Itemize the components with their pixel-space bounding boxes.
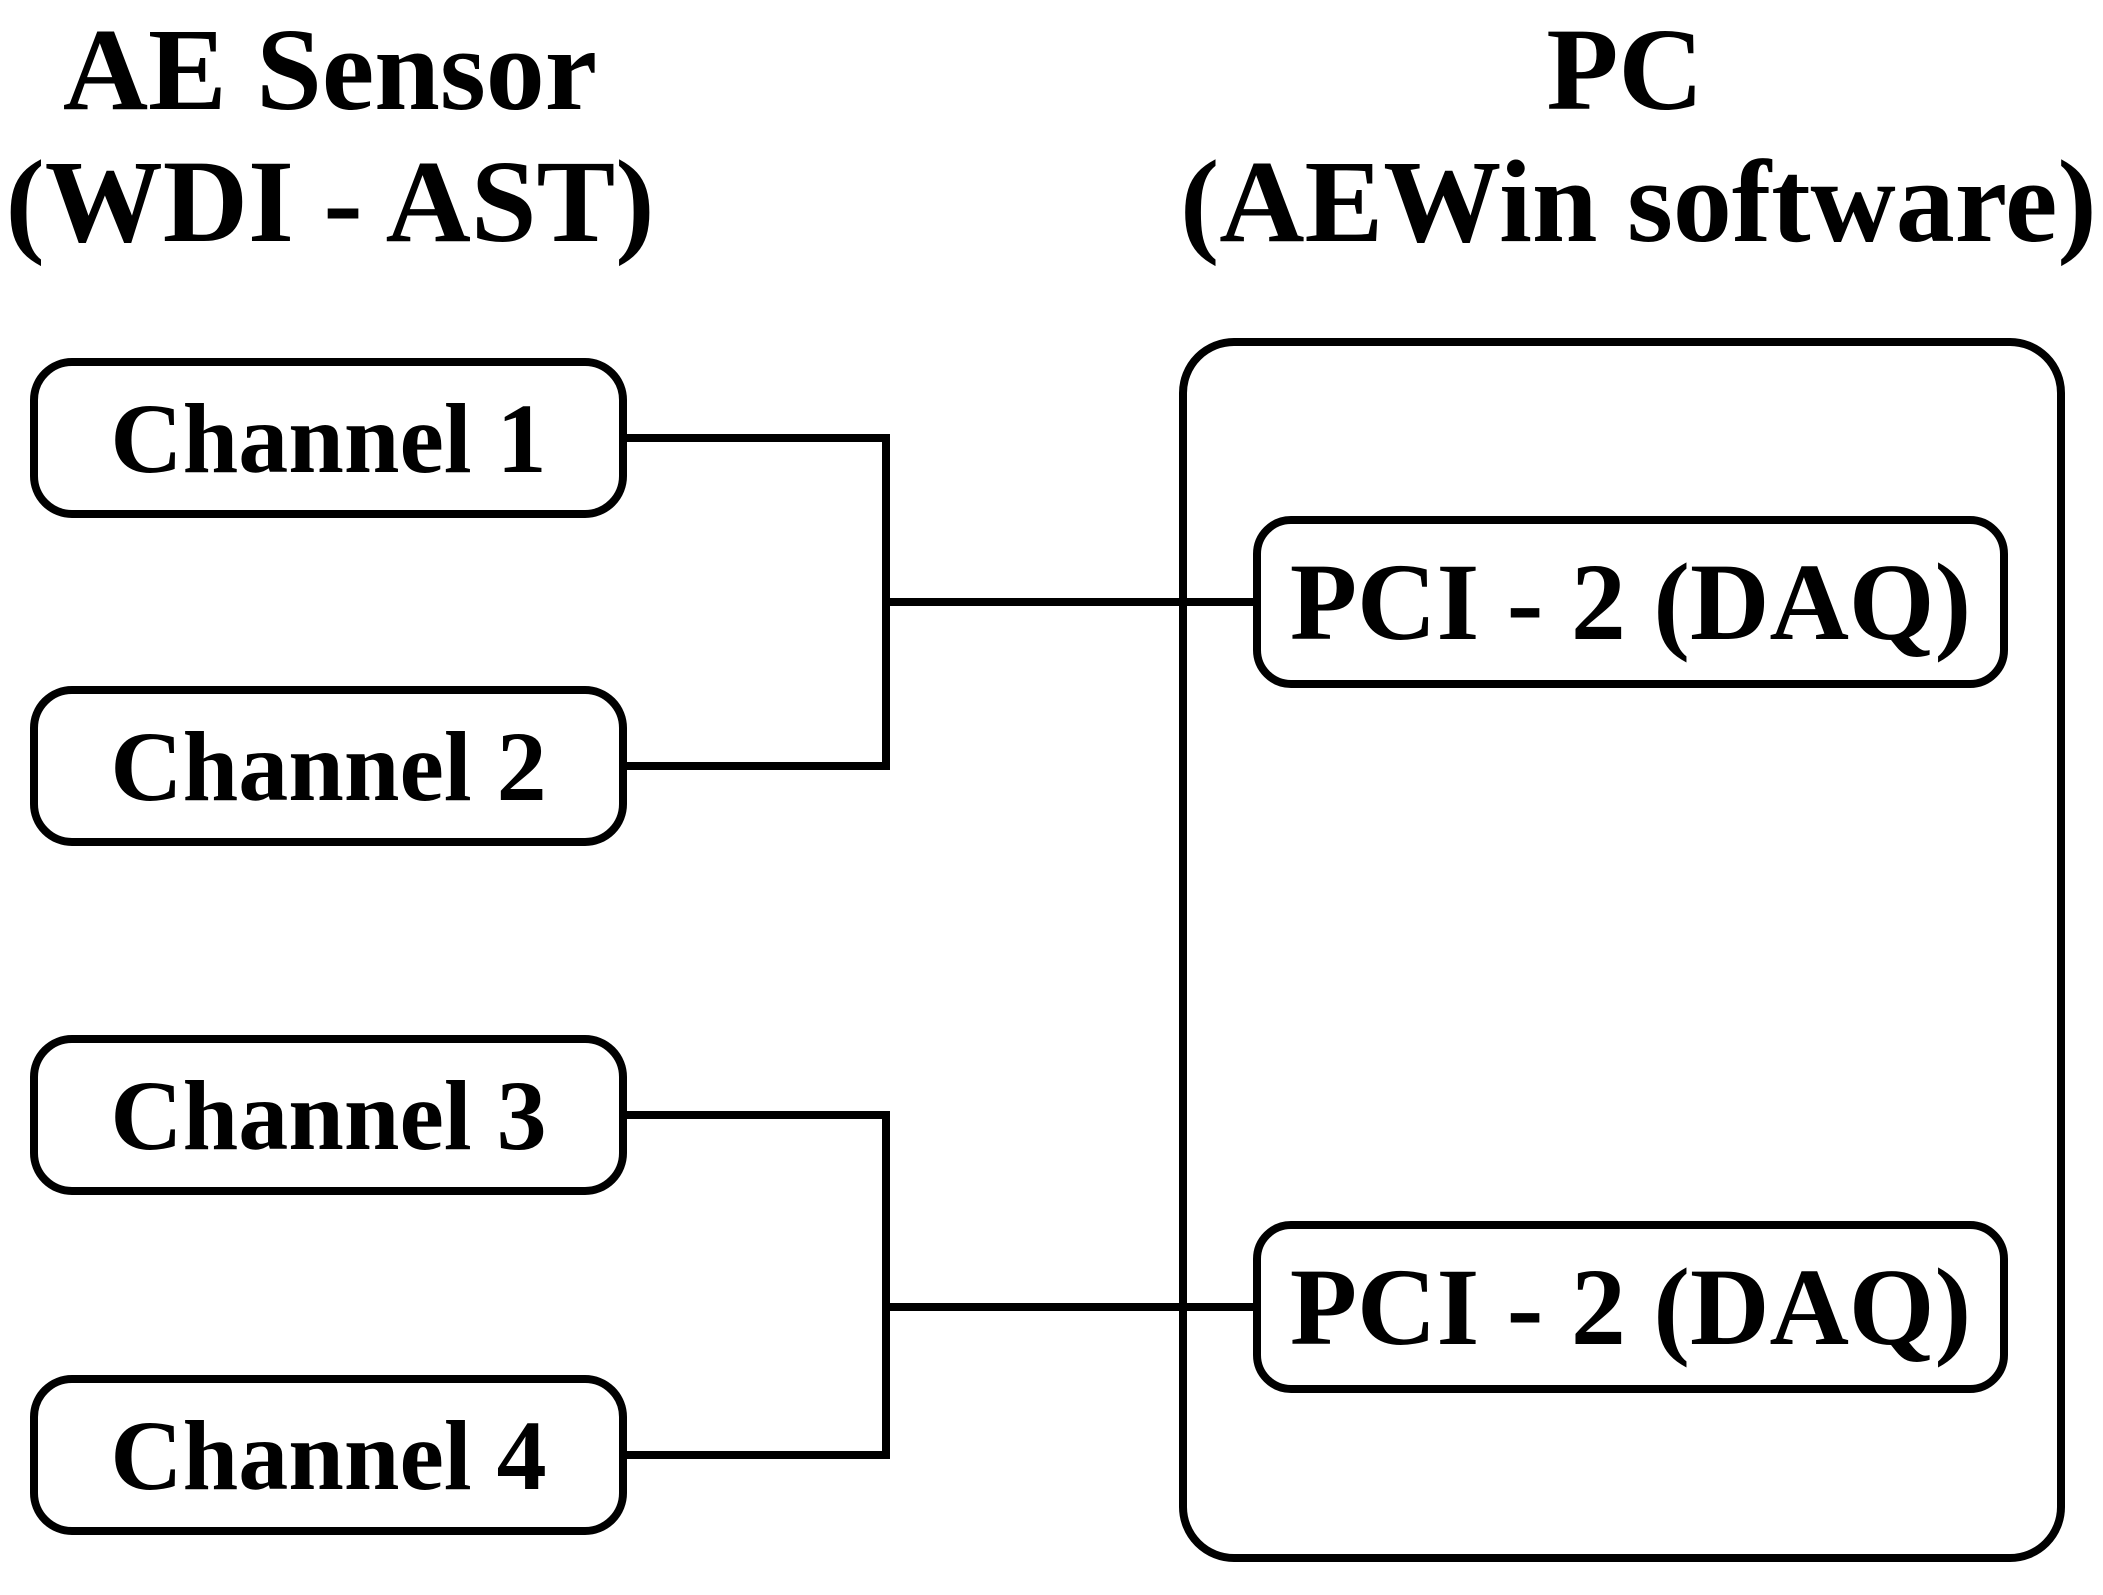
pci-daq-1-label: PCI - 2 (DAQ) (1289, 540, 1972, 663)
channel-4-box: Channel 4 (30, 1375, 627, 1535)
channel-2-label: Channel 2 (110, 710, 547, 822)
pci-daq-1-box: PCI - 2 (DAQ) (1253, 516, 2008, 688)
right-column-header: PC (AEWin software) (1180, 4, 2097, 268)
right-column-title-line2: (AEWin software) (1180, 136, 2097, 268)
channel-1-label: Channel 1 (110, 382, 547, 494)
pc-enclosure-box (1179, 338, 2065, 1562)
left-column-header: AE Sensor (WDI - AST) (0, 4, 660, 268)
left-column-title-line1: AE Sensor (62, 4, 598, 135)
channel-3-label: Channel 3 (110, 1059, 547, 1171)
left-column-title-line2: (WDI - AST) (5, 136, 655, 268)
pci-daq-2-label: PCI - 2 (DAQ) (1289, 1245, 1972, 1368)
channel-2-box: Channel 2 (30, 686, 627, 846)
channel-3-box: Channel 3 (30, 1035, 627, 1195)
channel-1-box: Channel 1 (30, 358, 627, 518)
right-column-title-line1: PC (1546, 4, 1704, 135)
channel-4-label: Channel 4 (110, 1399, 547, 1511)
pci-daq-2-box: PCI - 2 (DAQ) (1253, 1221, 2008, 1393)
